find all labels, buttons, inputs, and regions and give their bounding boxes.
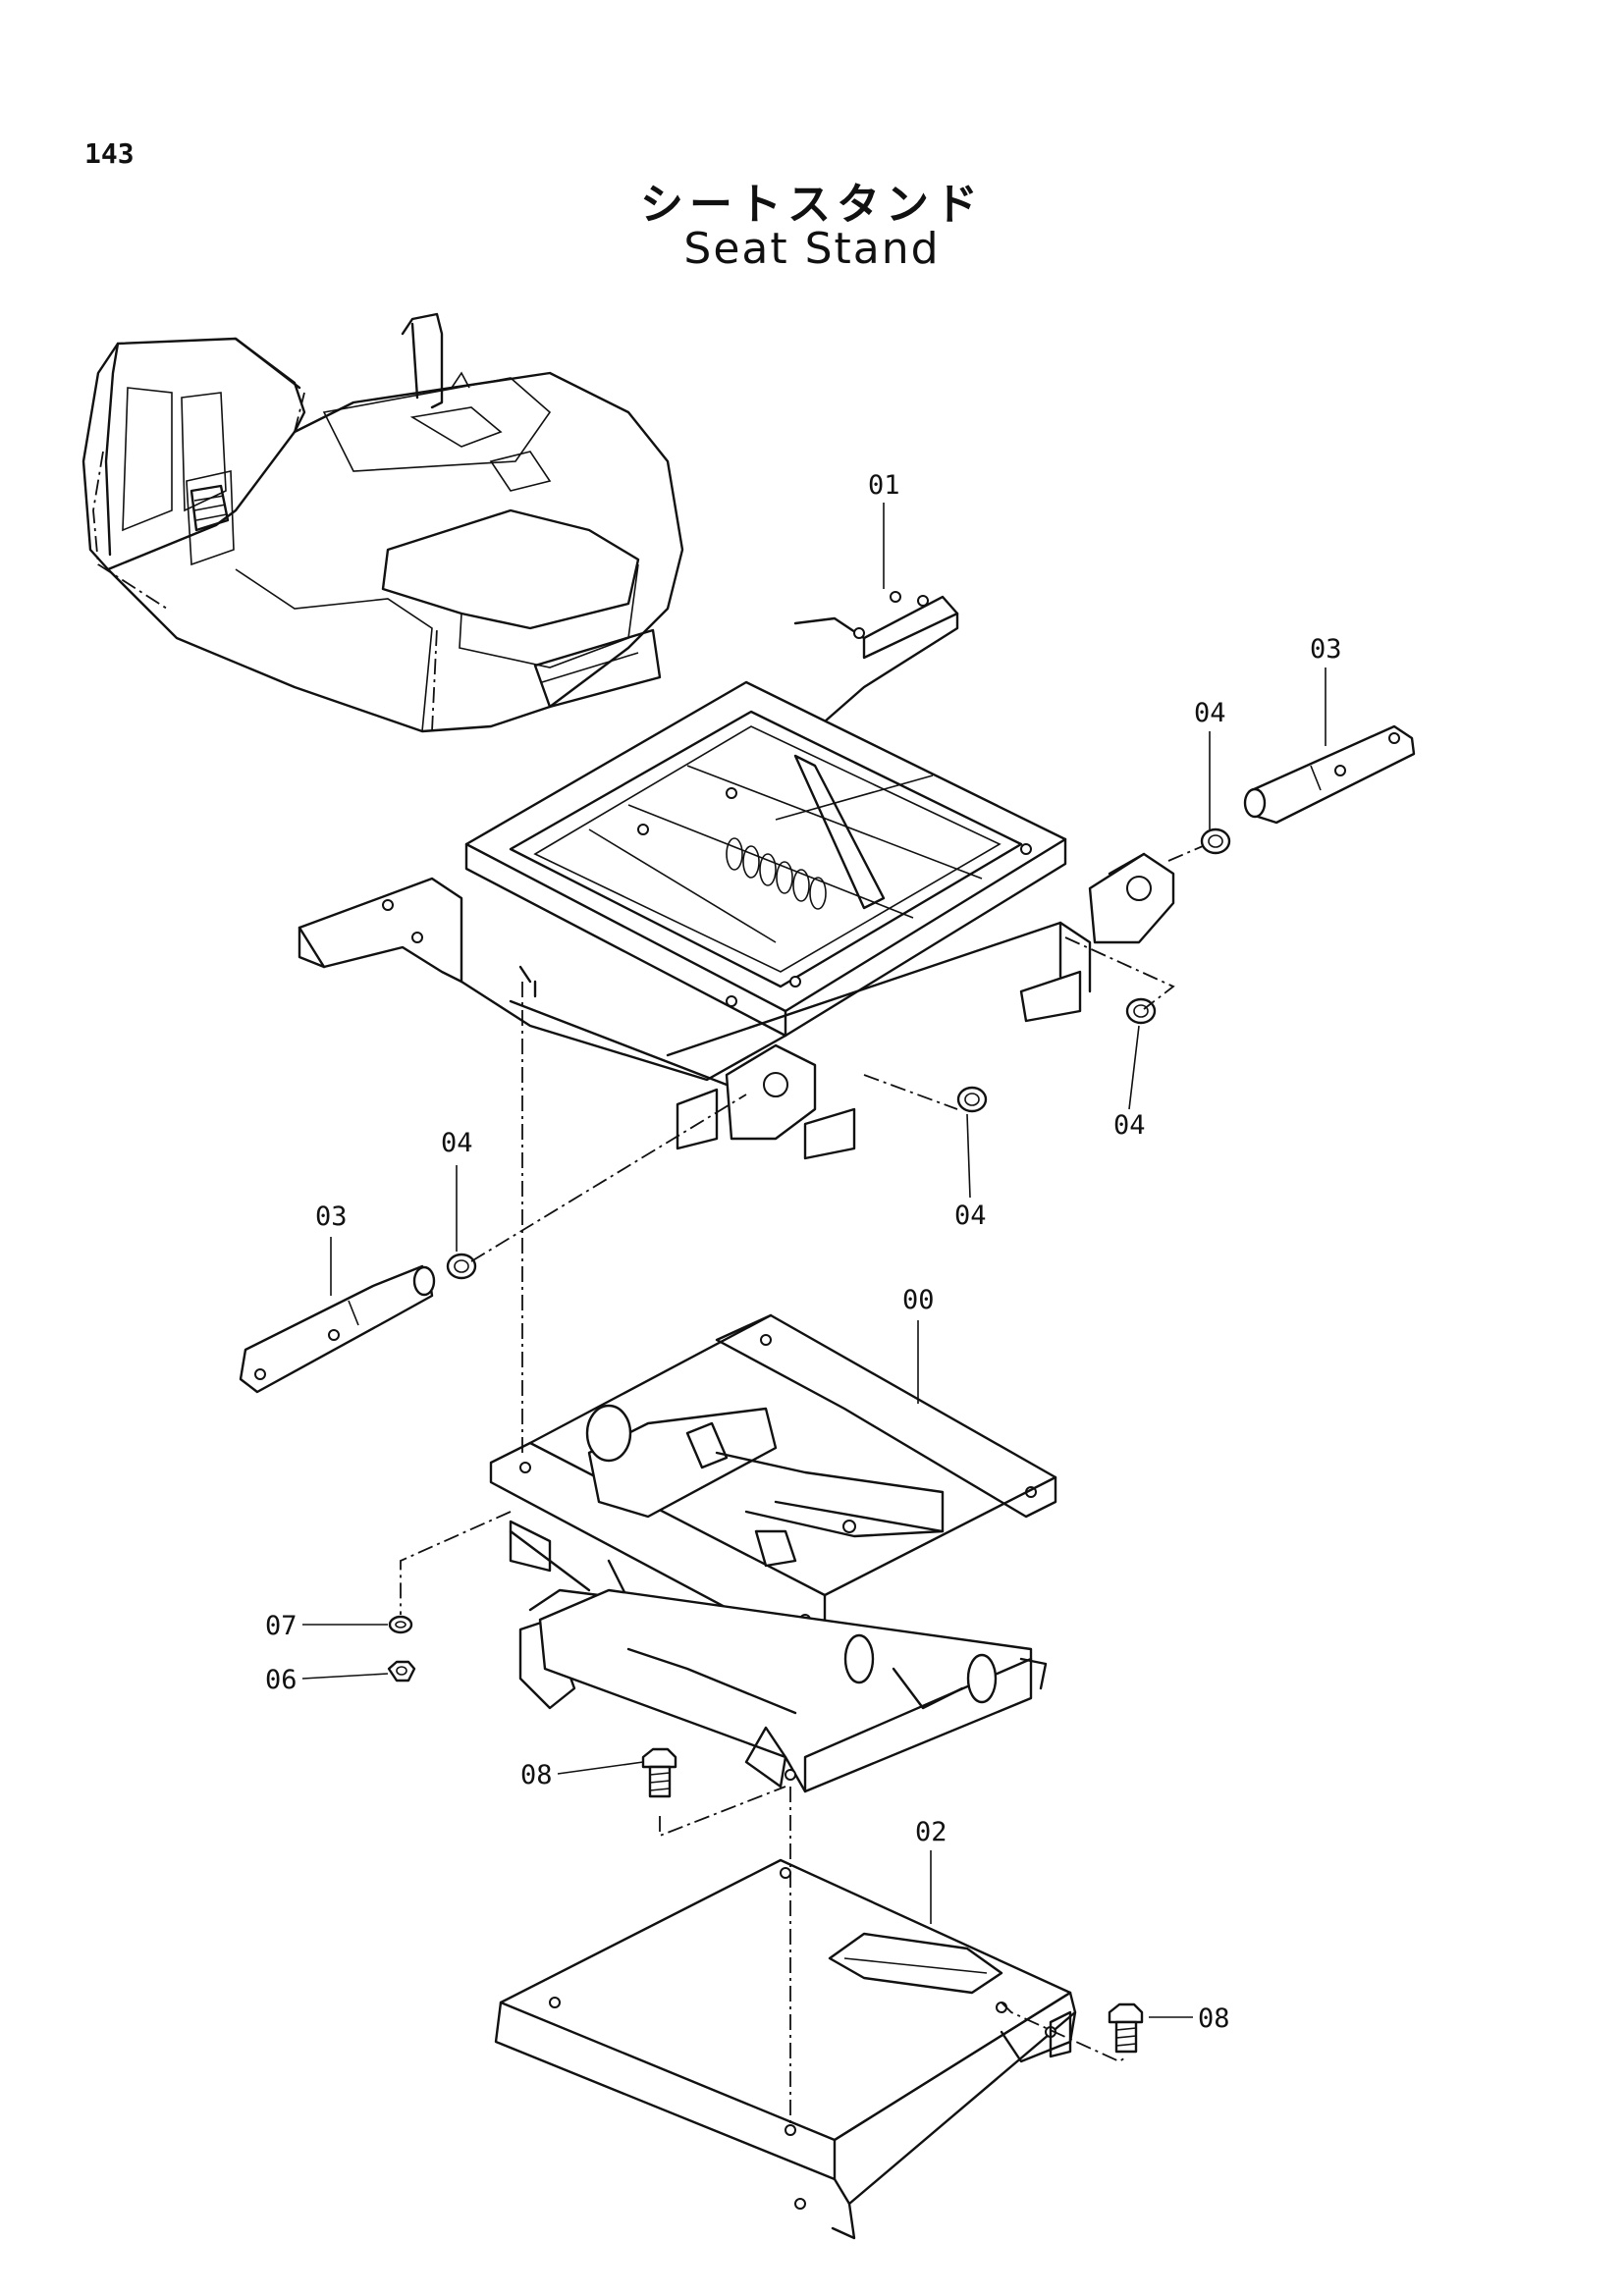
part-00-suspension-assembly (489, 1313, 1057, 1793)
part-07-washer (388, 1615, 413, 1634)
page-number: 143 (84, 137, 135, 170)
part-03-pin-left (239, 1264, 436, 1394)
part-label-04: 04 (954, 1201, 987, 1231)
assembly-guide-lines (400, 845, 1204, 2125)
part-label-03: 03 (1310, 634, 1342, 665)
part-04-snap-ring-right (1125, 997, 1157, 1025)
part-08-bolt-upper (641, 1747, 677, 1798)
part-06-nut (387, 1660, 416, 1682)
part-number-labels: 01 03 04 04 04 04 03 00 07 06 08 02 08 (265, 470, 1342, 2034)
page-title-japanese: シートスタンド (640, 180, 984, 230)
part-02-base-plate (494, 1858, 1077, 2240)
leader-lines (301, 503, 1326, 2018)
part-label-07: 07 (265, 1611, 298, 1641)
part-03-pin-right (1243, 724, 1416, 825)
part-04-snap-ring-center (956, 1086, 988, 1113)
part-04-snap-ring-upper-right (1200, 828, 1231, 855)
part-08-bolt-lower (1108, 2002, 1144, 2054)
part-label-06: 06 (265, 1665, 298, 1695)
part-label-04: 04 (1194, 698, 1226, 728)
part-label-04: 04 (1113, 1110, 1146, 1141)
part-label-01: 01 (868, 470, 900, 501)
part-label-08: 08 (520, 1760, 553, 1790)
part-01-seat-frame (298, 591, 1175, 1160)
suspension-spring-icon (726, 837, 827, 910)
page-title-english: Seat Stand (683, 224, 941, 274)
part-label-00: 00 (902, 1285, 935, 1315)
operator-seat-highlight-icon (189, 484, 230, 532)
part-label-08: 08 (1198, 2003, 1230, 2034)
part-label-03: 03 (315, 1201, 348, 1232)
part-04-snap-ring-left (446, 1253, 477, 1280)
part-label-04: 04 (441, 1128, 473, 1158)
excavator-locator-illustration (81, 312, 684, 733)
part-label-02: 02 (915, 1817, 947, 1847)
